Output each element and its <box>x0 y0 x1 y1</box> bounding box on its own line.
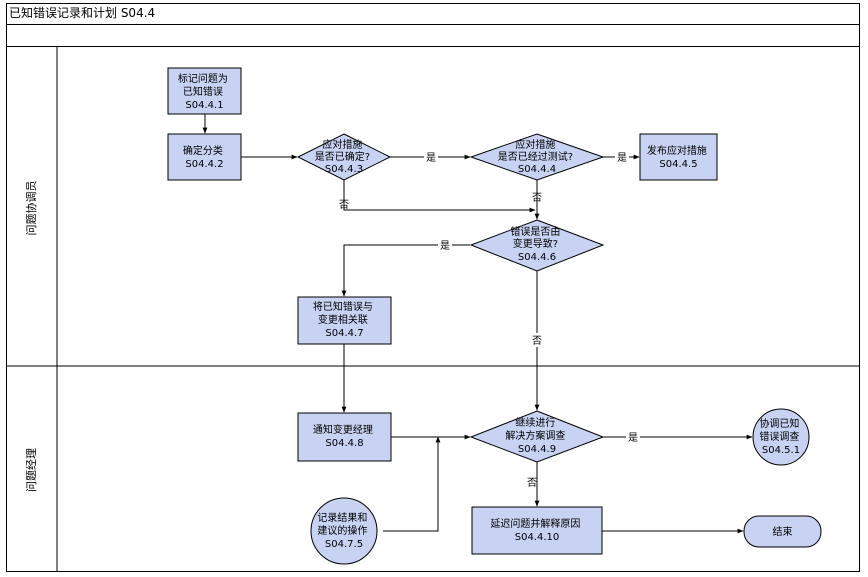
node-label: 将已知错误与 变更相关联 S04.4.7 <box>313 300 376 339</box>
edge-label-yes: 是 <box>440 240 450 252</box>
edge-n6-n7-yes <box>341 244 470 297</box>
node-label: 延迟问题并解释原因 S04.4.10 <box>490 517 583 543</box>
edge-label-yes: 是 <box>426 152 436 164</box>
edge-label-yes: 是 <box>617 152 627 164</box>
lane-label-problem-manager: 问题经理 <box>25 448 38 492</box>
node-label: 结束 <box>773 525 793 538</box>
node-label: 继续进行 解决方案调查 S04.4.9 <box>505 416 568 455</box>
decision-node-s04-4-6 <box>469 219 605 272</box>
node-label: 发布应对措施 S04.4.5 <box>647 144 710 170</box>
process-node-s04-4-7 <box>297 296 392 345</box>
page-title: 已知错误记录和计划 S04.4 <box>6 3 860 25</box>
process-node-s04-4-10 <box>471 506 603 555</box>
process-node-s04-4-5 <box>639 133 718 181</box>
edge-label-no: 否 <box>532 335 542 347</box>
edge-label-no: 否 <box>527 477 537 489</box>
edge-label-no: 否 <box>532 192 542 204</box>
edge-label-yes: 是 <box>628 432 638 444</box>
end-terminal <box>743 515 822 548</box>
lane-label-problem-coordinator: 问题协调员 <box>25 180 38 236</box>
node-label: 记录结果和 建议的操作 S04.7.5 <box>317 511 370 550</box>
node-label: 错误是否由 变更导致? S04.4.6 <box>510 225 563 263</box>
decision-node-s04-4-9 <box>469 410 605 463</box>
edge-n3-n6-no <box>343 180 536 213</box>
node-label: 应对措施 是否已经过测试? S04.4.4 <box>498 138 577 175</box>
node-label: 应对措施 是否已确定? S04.4.3 <box>315 138 374 175</box>
process-node-s04-4-1 <box>167 67 242 115</box>
process-node-s04-4-2 <box>167 133 242 181</box>
node-label: 确定分类 S04.4.2 <box>183 144 226 170</box>
node-label: 通知变更经理 S04.4.8 <box>313 423 376 449</box>
node-label: 标记问题为 已知错误 S04.4.1 <box>178 72 231 111</box>
process-node-s04-4-8 <box>297 412 392 462</box>
flowchart-frame <box>6 3 860 572</box>
edge-n12-n9 <box>383 436 441 532</box>
decision-node-s04-4-3 <box>296 133 392 181</box>
node-label: 协调已知 错误调查 S04.5.1 <box>759 417 802 456</box>
edge-label-no: 否 <box>339 199 349 211</box>
header-band <box>6 25 860 47</box>
decision-node-s04-4-4 <box>469 133 605 181</box>
connector-node-s04-7-5 <box>310 497 378 565</box>
connector-node-s04-5-1 <box>752 408 810 466</box>
